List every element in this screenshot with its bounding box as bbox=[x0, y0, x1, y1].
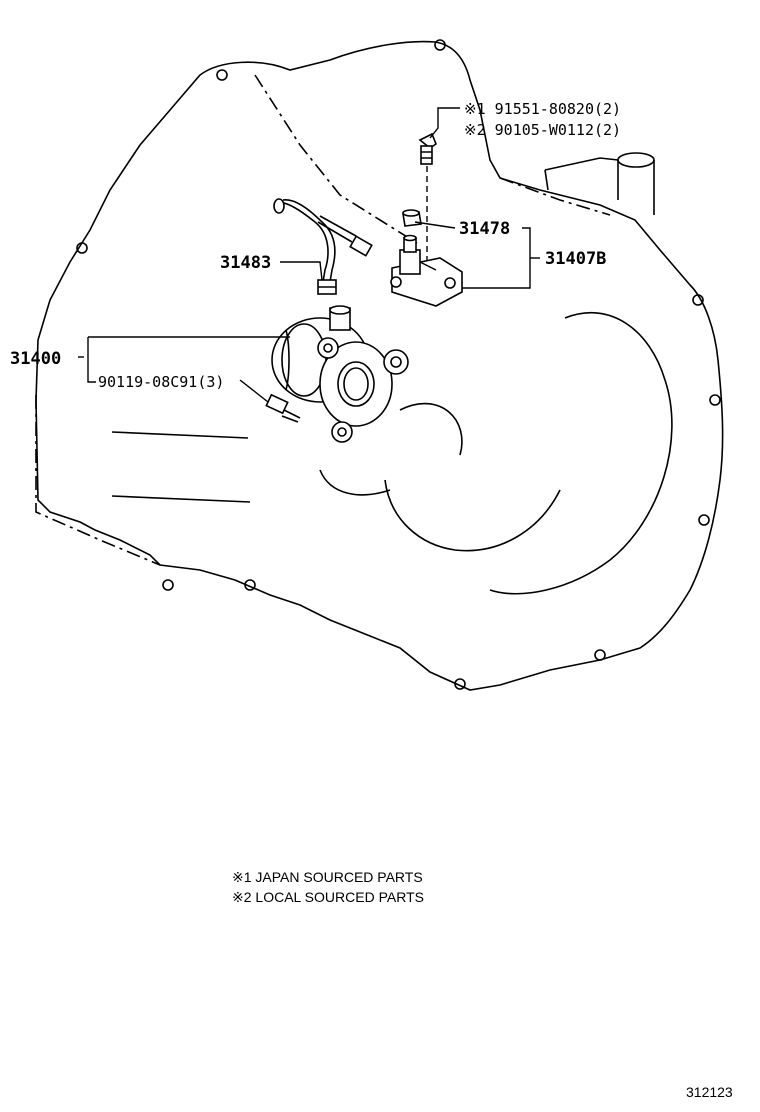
callout-bolt-line2: ※2 90105-W0112(2) bbox=[464, 121, 621, 139]
leader-lines bbox=[78, 107, 540, 403]
bleeder-valve-body bbox=[390, 234, 463, 307]
slave-cylinder bbox=[271, 305, 409, 443]
bolt-91551 bbox=[418, 132, 437, 165]
transmission-housing bbox=[35, 39, 724, 691]
callout-31400: 31400 bbox=[10, 349, 61, 369]
flange-bosses bbox=[76, 39, 721, 690]
housing-right-dash bbox=[499, 177, 611, 216]
housing-inner-curve-1 bbox=[489, 312, 673, 595]
housing-stripe-2 bbox=[111, 495, 251, 503]
bolt-90119 bbox=[265, 393, 301, 423]
housing-outer-outline bbox=[35, 40, 724, 691]
housing-inner-curve-4 bbox=[399, 402, 463, 456]
callout-bolt-line1: ※1 91551-80820(2) bbox=[464, 100, 621, 118]
housing-top-dash bbox=[254, 74, 421, 246]
callout-31483: 31483 bbox=[220, 253, 271, 273]
housing-inner-curve-2 bbox=[384, 479, 561, 552]
housing-inner-curve-3 bbox=[319, 469, 391, 496]
legend-local-sourced: ※2 LOCAL SOURCED PARTS bbox=[232, 889, 424, 905]
callout-90119: 90119-08C91(3) bbox=[98, 373, 224, 391]
diagram-code: 312123 bbox=[686, 1084, 733, 1100]
housing-boss bbox=[544, 152, 655, 215]
callout-31478: 31478 bbox=[459, 219, 510, 239]
callout-31407b: 31407B bbox=[545, 249, 606, 269]
legend-japan-sourced: ※1 JAPAN SOURCED PARTS bbox=[232, 869, 423, 885]
housing-left-dash bbox=[35, 395, 161, 566]
collar-31478 bbox=[402, 209, 422, 227]
housing-stripe-1 bbox=[111, 431, 249, 439]
hydraulic-tube bbox=[273, 198, 373, 295]
